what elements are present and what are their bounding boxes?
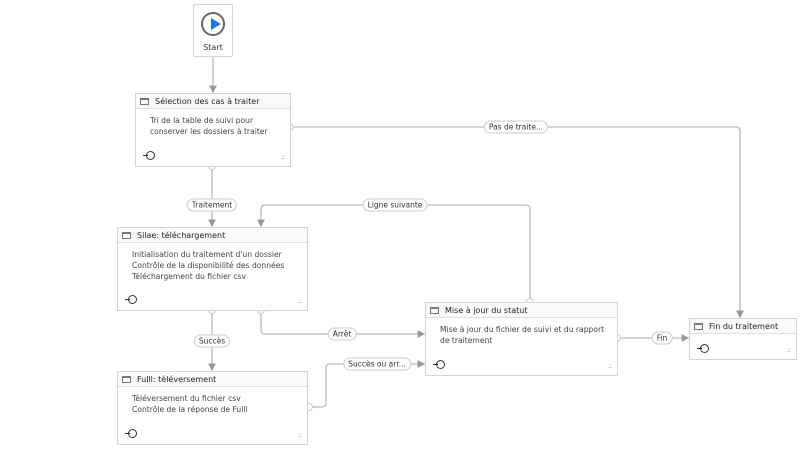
state-selection[interactable]: Sélection des cas à traiter Tri de la ta… — [135, 93, 291, 167]
resize-grip-icon[interactable]: .:: — [298, 432, 302, 439]
state-line: Téléchargement du fichier csv — [132, 272, 246, 281]
transition-succes-ou-arret[interactable]: Succès ou arr... — [343, 357, 411, 371]
state-title: Sélection des cas à traiter — [155, 96, 260, 106]
state-icon — [122, 231, 131, 239]
state-line: Mise à jour du fichier de suivi et du ra… — [440, 325, 605, 334]
state-title: Fulll: téléversement — [137, 374, 217, 384]
resize-grip-icon[interactable]: .:: — [281, 154, 285, 161]
transition-fin[interactable]: Fin — [651, 331, 673, 345]
state-line: Tri de la table de suivi pour — [150, 116, 254, 125]
final-state-icon — [694, 322, 703, 330]
transition-arret[interactable]: Arrêt — [327, 327, 357, 341]
state-silae[interactable]: Silae: téléchargement Initialisation du … — [117, 227, 308, 311]
state-icon — [430, 306, 439, 314]
state-line: Initialisation du traitement d'un dossie… — [132, 250, 282, 259]
entry-icon — [143, 151, 155, 160]
transition-ligne-suivante[interactable]: Ligne suivante — [362, 198, 428, 212]
wire-arret — [260, 310, 426, 338]
state-title: Silae: téléchargement — [137, 230, 226, 240]
state-fin-du-traitement[interactable]: Fin du traitement .:: — [689, 318, 797, 360]
state-line: de traitement — [440, 336, 493, 345]
state-line: Contrôle de la disponibilité des données — [132, 261, 285, 270]
state-mise-a-jour[interactable]: Mise à jour du statut Mise à jour du fic… — [425, 302, 618, 376]
start-label: Start — [203, 43, 223, 52]
wire-pas-de-traitement — [290, 126, 744, 319]
resize-grip-icon[interactable]: .:: — [787, 347, 791, 354]
state-icon — [140, 97, 149, 105]
transition-succes[interactable]: Succès — [193, 334, 231, 348]
entry-icon — [697, 344, 709, 353]
transition-pas-de-traitement[interactable]: Pas de traite... — [483, 120, 549, 134]
wire-succes-ou-arret — [309, 360, 426, 408]
state-line: conserver les dossiers à traiter — [150, 127, 268, 136]
state-icon — [122, 375, 131, 383]
resize-grip-icon[interactable]: .:: — [298, 298, 302, 305]
state-title: Mise à jour du statut — [445, 305, 528, 315]
state-line: Contrôle de la réponse de Fulll — [132, 405, 248, 414]
state-line: Téléversement du fichier csv — [132, 394, 241, 403]
start-node[interactable]: Start — [193, 4, 233, 57]
play-icon — [201, 12, 225, 36]
entry-icon — [125, 295, 137, 304]
state-fulll[interactable]: Fulll: téléversement Téléversement du fi… — [117, 371, 308, 445]
entry-icon — [433, 360, 445, 369]
entry-icon — [125, 429, 137, 438]
resize-grip-icon[interactable]: .:: — [608, 363, 612, 370]
state-title: Fin du traitement — [709, 321, 779, 331]
transition-traitement[interactable]: Traitement — [186, 198, 238, 212]
